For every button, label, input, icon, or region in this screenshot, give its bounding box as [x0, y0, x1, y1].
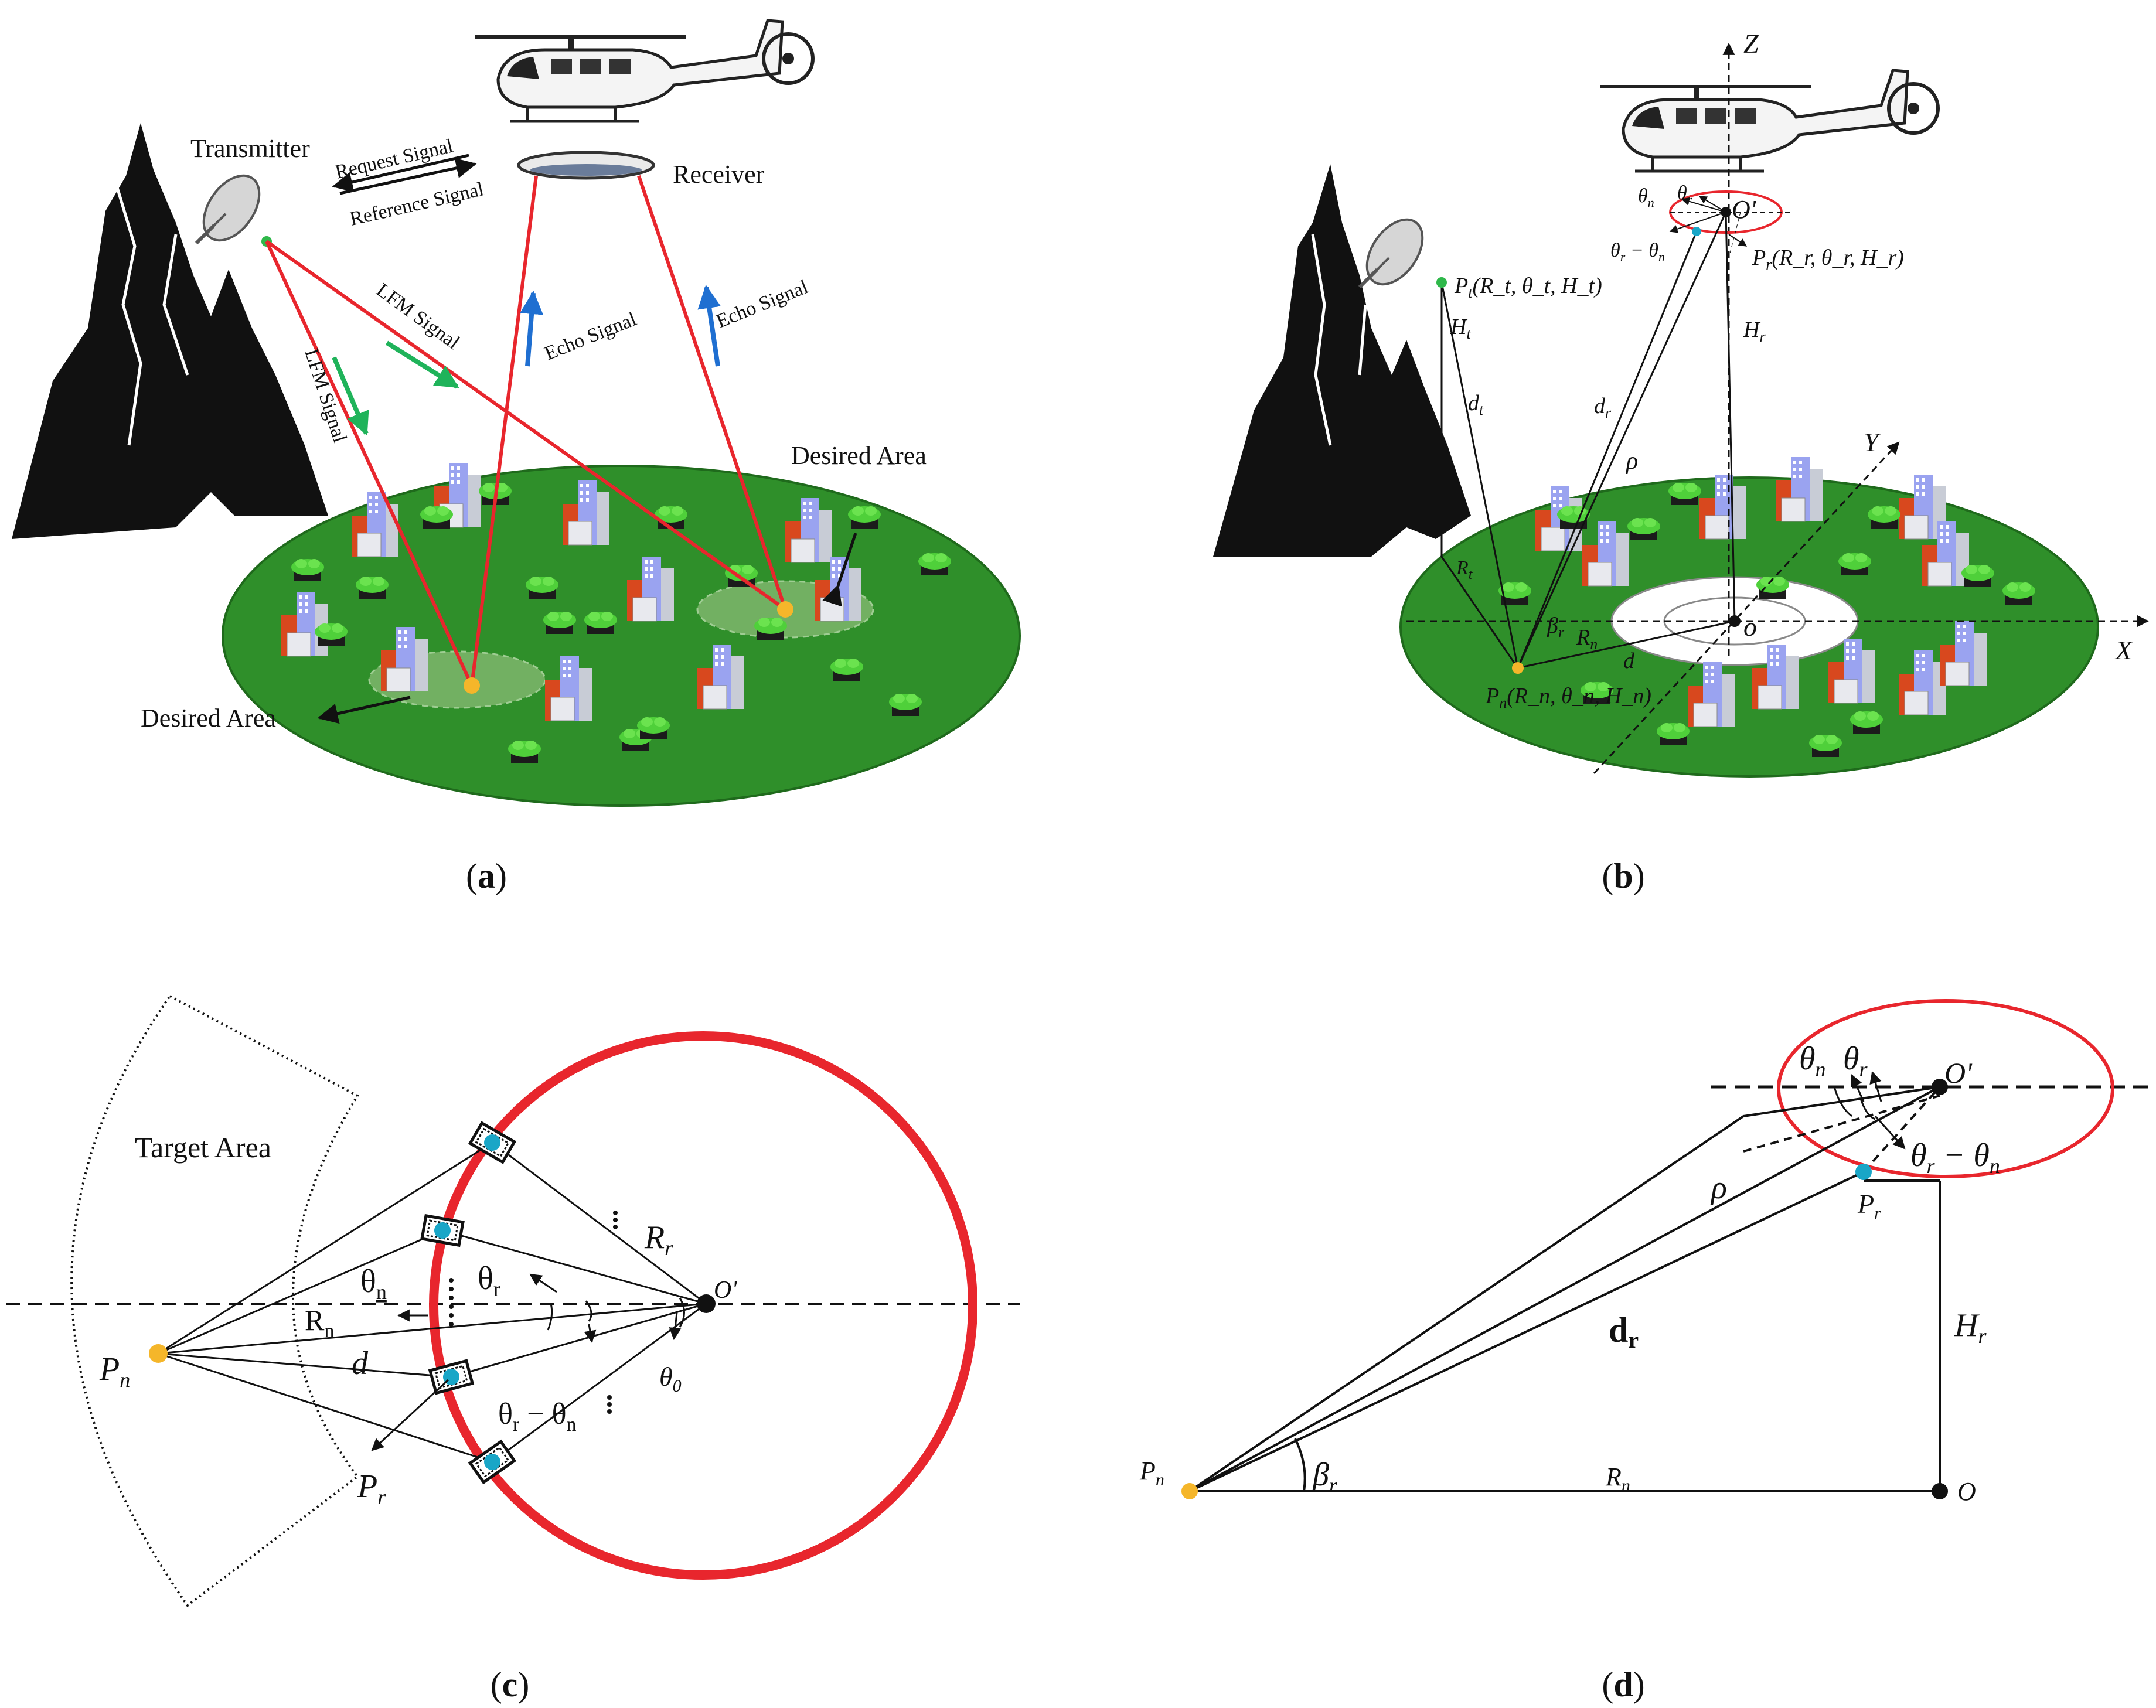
pn-node-c [149, 1344, 168, 1363]
d-label-c: d [352, 1345, 369, 1382]
geometry-lines-d [1188, 1086, 1941, 1492]
desired-area-label-1: Desired Area [141, 704, 276, 732]
theta-n-label-b: θn [1638, 185, 1654, 210]
axis-z-label: Z [1743, 29, 1759, 59]
theta-r-label-b: θr [1677, 182, 1692, 207]
echo-signal-label-1: Echo Signal [541, 308, 639, 364]
signal-lines-a [265, 175, 787, 687]
beta-label-d: βr [1312, 1457, 1338, 1497]
caption-c: (c) [491, 1665, 530, 1704]
beta-label-b: βr [1547, 613, 1565, 641]
theta-0-label: θ0 [659, 1362, 682, 1396]
lfm-signal-label-1: LFM Signal [300, 346, 350, 445]
origin-top-label-d: O' [1944, 1056, 1973, 1089]
receiver-ring-d [1777, 999, 2114, 1178]
origin-node-c [697, 1294, 716, 1313]
ht-label: Ht [1450, 315, 1471, 342]
request-signal-label: Request Signal [333, 135, 455, 183]
hr-label: Hr [1743, 318, 1766, 345]
geometry-lines-b [1440, 212, 1736, 669]
panel-c: Target Area Pn Pr O' Rr Rn d θn θr θ0 θr… [6, 994, 1020, 1704]
origin-label-b: o [1743, 612, 1757, 642]
pn-label-c: Pn [99, 1351, 130, 1392]
axis-y-label: Y [1864, 427, 1881, 457]
pt-label: Pt(R_t, θ_t, H_t) [1454, 274, 1602, 301]
target-area-label: Target Area [135, 1131, 271, 1164]
origin-label-d: O [1957, 1477, 1976, 1506]
receiver-label: Receiver [673, 160, 765, 189]
target-area-sector [70, 994, 359, 1607]
origin-label-c: O' [714, 1277, 737, 1304]
pn-label-b: Pn(R_n, θ_n, H_n) [1485, 684, 1651, 711]
receiver-array-circle [429, 1031, 977, 1580]
theta-n-label-c: θn [360, 1263, 387, 1304]
pn-label-d: Pn [1139, 1457, 1164, 1489]
rn-label-d: Rn [1605, 1462, 1630, 1495]
origin-top-label-b: O' [1732, 195, 1757, 224]
d-label-b: d [1623, 649, 1635, 673]
lfm-signal-label-2: LFM Signal [372, 279, 463, 354]
pr-label-d: Pr [1857, 1189, 1881, 1223]
theta-diff-label-c: θr − θn [498, 1397, 576, 1436]
theta-n-label-d: θn [1799, 1041, 1826, 1081]
axis-x-label: X [2114, 635, 2133, 665]
mountain-b [1213, 164, 1471, 557]
rn-label-b: Rn [1576, 625, 1598, 653]
echo-signal-label-2: Echo Signal [713, 276, 811, 332]
dr-label-b: dr [1594, 394, 1612, 421]
panel-b: Z X Y O' o Pt(R_t, θ_t, H_t) Pr(R_r, θ_r… [1213, 29, 2150, 895]
panel-d: Pn Pr O' O ρ dr Hr Rn βr θn θr θr − θn (… [1139, 999, 2156, 1704]
transmitter-label: Transmitter [190, 134, 310, 163]
pn-node-d [1181, 1483, 1198, 1499]
dr-label-d: dr [1609, 1311, 1639, 1353]
caption-d: (d) [1602, 1665, 1644, 1704]
desired-area-label-2: Desired Area [791, 441, 927, 470]
panel-a: Transmitter Receiver Request Signal Refe… [12, 21, 1021, 895]
rr-label: Rr [644, 1219, 673, 1260]
theta-diff-label-d: θr − θn [1910, 1137, 2000, 1178]
ellipsis-dots-c [449, 1211, 618, 1414]
mountain-a [12, 123, 328, 539]
theta-r-label-c: θr [478, 1260, 500, 1301]
dt-label: dt [1468, 391, 1484, 418]
rho-label-d: ρ [1710, 1170, 1727, 1206]
target-node-1 [464, 677, 480, 694]
theta-r-label-d: θr [1843, 1041, 1868, 1081]
target-node-b [1512, 662, 1524, 674]
pr-label-c: Pr [357, 1468, 386, 1509]
pr-label: Pr(R_r, θ_r, H_r) [1752, 246, 1904, 273]
target-node-2 [777, 601, 793, 618]
hr-label-d: Hr [1954, 1307, 1987, 1348]
caption-b: (b) [1602, 857, 1644, 895]
geometry-lines-c [158, 1141, 707, 1463]
theta-diff-label-b: θr − θn [1610, 240, 1665, 264]
rt-label: Rt [1456, 557, 1473, 582]
rn-label-c: Rn [305, 1304, 334, 1342]
pr-node-d [1855, 1164, 1872, 1180]
rho-label-b: ρ [1625, 448, 1638, 475]
caption-a: (a) [466, 857, 507, 895]
